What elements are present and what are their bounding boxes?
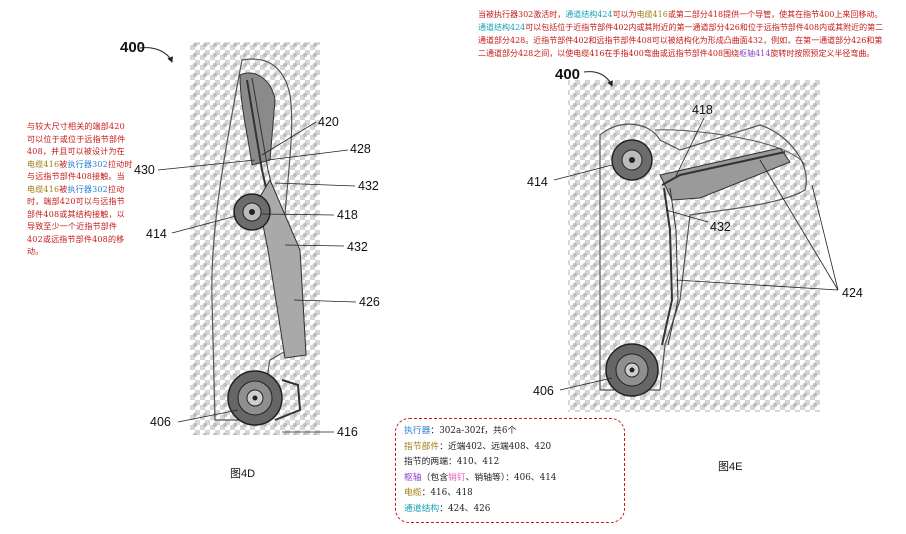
note-left-text-4: 被 [59,184,68,194]
legend-box: 执行器：302a-302f，共6个 指节部件：近端402、远端408、420 指… [395,418,625,523]
legend-row-phalanx: 指节部件：近端402、远端408、420 [404,440,616,456]
figure-4e-drawing [553,71,839,412]
legend-pivot-label: 枢轴 [404,472,422,483]
note-left-text-5: 拉动时，端部420可以与远指节部件408或其结构接触，以导致至少一个近指节部件4… [27,184,125,257]
ref-424-e: 424 [842,286,863,300]
note-top-text-1: 当被执行器302激活时， [478,10,566,19]
legend-pivot-value: ：406、414 [505,472,557,483]
ref-426: 426 [359,295,380,309]
ref-418-e: 418 [692,103,713,117]
figure-4e-number: 400 [555,66,581,83]
ref-420: 420 [318,115,339,129]
note-left-text-1: 与较大尺寸相关的端部420可以位于或位于远指节部件408，并且可以被设计为在 [27,122,126,156]
note-left-actuator-1: 执行器302 [67,159,108,169]
note-top-text-5: 旋转时按照预定义半径弯曲。 [770,49,875,58]
legend-pivot-paren-open: （包含 [421,472,449,483]
legend-ends-label: 指节的两端 [404,457,448,468]
note-top-text-3: 或第二部分418提供一个导管，使其在指节400上来回移动。 [667,10,883,19]
figure-4e-caption: 图4E [718,461,743,473]
legend-channel-value: ：424、426 [439,503,491,514]
legend-row-cable: 电缆：416、418 [404,486,616,502]
legend-row-channel: 通道结构：424、426 [404,502,616,518]
legend-phalanx-label: 指节部件 [404,441,440,452]
legend-actuator-label: 执行器 [404,426,431,436]
note-top-text-2: 可以为 [612,10,637,19]
ref-418: 418 [337,208,358,222]
legend-ends-value: ：410、412 [448,457,500,468]
ref-406: 406 [150,415,171,429]
legend-pivot-paren-rest: 、销轴等） [465,472,506,483]
figure-4d-number: 400 [120,39,146,56]
legend-cable-label: 电缆 [404,488,422,499]
figure-4d-caption: 图4D [230,468,256,480]
legend-row-ends: 指节的两端：410、412 [404,455,616,471]
note-top-pivot: 枢轴414 [739,49,771,58]
ref-432-e: 432 [710,220,731,234]
note-top-channel-2: 通道结构424 [478,23,526,32]
note-left-text-3: 拉动时与远指节部件408接触。当 [27,159,133,182]
legend-row-actuator: 执行器：302a-302f，共6个 [404,424,616,440]
note-top-cable: 电缆416 [636,10,668,19]
ref-414: 414 [146,227,167,241]
legend-pin: 销钉 [448,472,466,483]
ref-406-e: 406 [533,384,554,398]
legend-channel-label: 通道结构 [404,503,440,514]
ref-414-e: 414 [527,175,548,189]
note-left-actuator-2: 执行器302 [67,184,108,194]
figure-4d-drawing [139,42,357,435]
note-left-cable-1: 电缆416 [27,159,60,169]
note-top-channel-1: 通道结构424 [565,10,613,19]
legend-actuator-value: ：302a-302f，共6个 [430,426,517,436]
note-left-text-2: 被 [59,159,68,169]
ref-432-top: 432 [358,179,379,193]
annotation-top-note: 当被执行器302激活时，通道结构424可以为电缆416或第二部分418提供一个导… [478,8,886,60]
legend-phalanx-value: ：近端402、远端408、420 [439,441,552,452]
ref-432-bottom: 432 [347,240,368,254]
note-left-cable-2: 电缆416 [27,184,60,194]
legend-cable-value: ：416、418 [421,488,473,499]
ref-428: 428 [350,142,371,156]
legend-row-pivot: 枢轴（包含销钉、销轴等）：406、414 [404,471,616,487]
note-top-text-4: 可以包括位于近指节部件402内或其附近的第一通道部分426和位于远指节部件408… [478,23,884,58]
annotation-left-note: 与较大尺寸相关的端部420可以位于或位于远指节部件408，并且可以被设计为在电缆… [27,121,133,259]
ref-430: 430 [134,163,155,177]
ref-416: 416 [337,425,358,439]
